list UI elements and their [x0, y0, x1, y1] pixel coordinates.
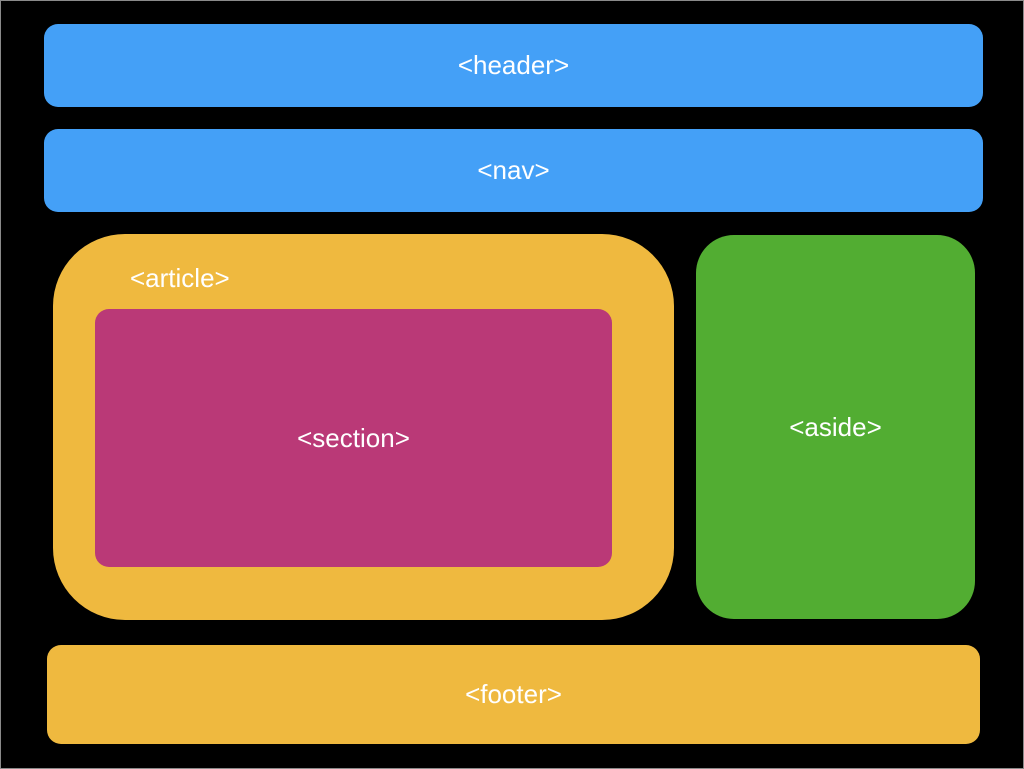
article-label: <article>: [130, 263, 230, 293]
footer-block: <footer>: [47, 645, 980, 744]
section-block: <section>: [95, 309, 612, 567]
section-label: <section>: [297, 422, 410, 453]
header-label: <header>: [457, 50, 570, 80]
nav-label: <nav>: [477, 155, 550, 185]
header-block: <header>: [44, 24, 983, 107]
aside-label: <aside>: [789, 411, 882, 442]
footer-label: <footer>: [465, 679, 562, 709]
nav-block: <nav>: [44, 129, 983, 212]
aside-block: <aside>: [696, 235, 975, 619]
